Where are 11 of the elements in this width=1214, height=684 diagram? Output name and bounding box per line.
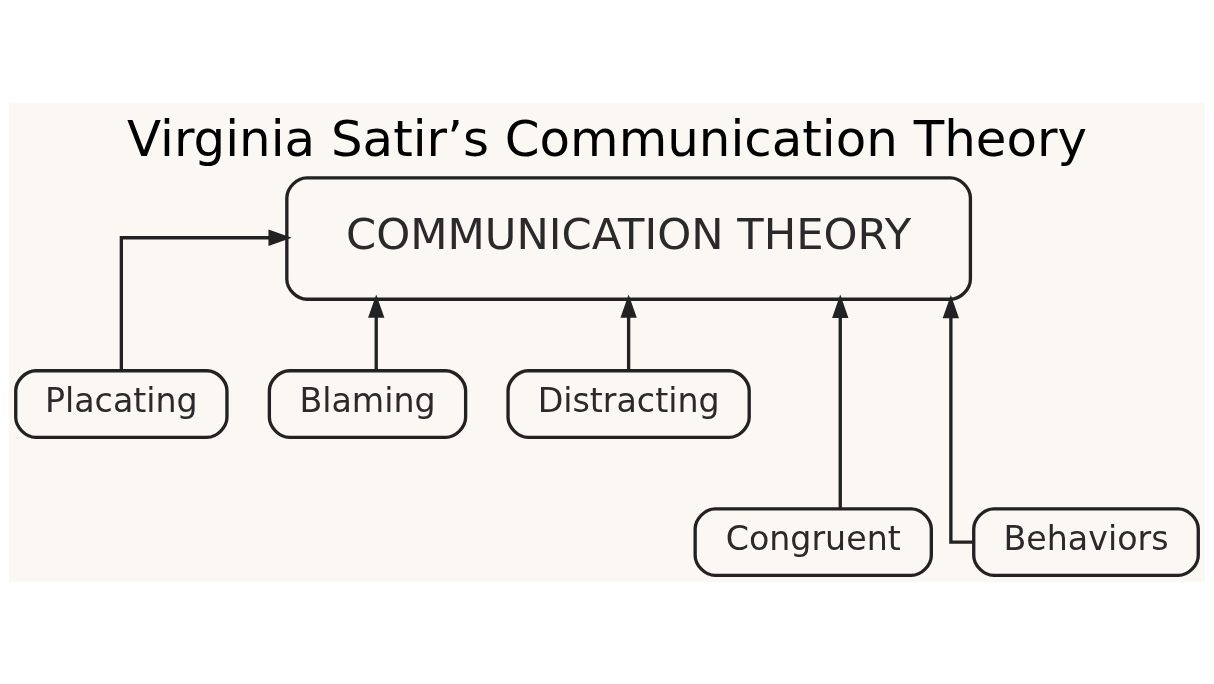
node-box: Behaviors <box>972 506 1200 577</box>
node-box: Placating <box>14 368 229 439</box>
node-box: Distracting <box>506 368 751 439</box>
arrow <box>368 293 385 371</box>
node-box: Blaming <box>267 368 468 439</box>
arrow <box>620 293 637 371</box>
arrow <box>832 294 849 508</box>
arrow <box>119 229 292 370</box>
node-box: Congruent <box>693 506 933 577</box>
diagram-title: Virginia Satir’s Communication Theory <box>127 109 1087 168</box>
node-box: COMMUNICATION THEORY <box>285 175 973 301</box>
